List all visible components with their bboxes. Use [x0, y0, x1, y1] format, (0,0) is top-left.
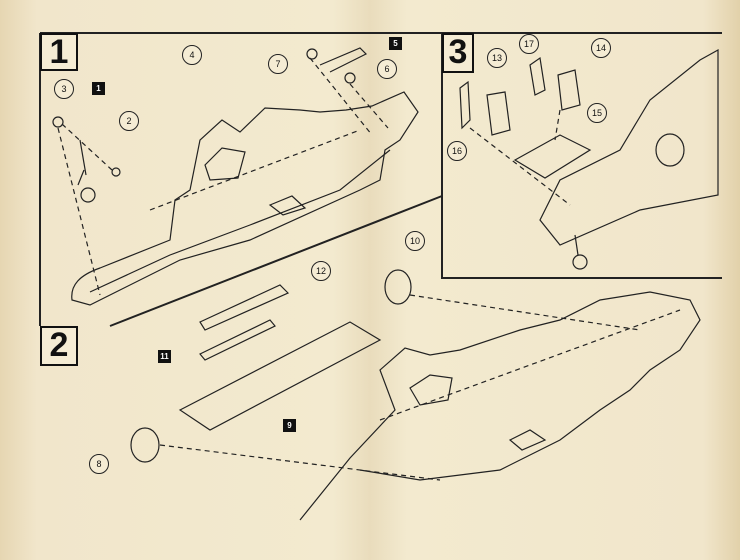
tail-parts [306, 47, 389, 136]
part-callout: 13 [487, 48, 507, 68]
part-callout: 4 [182, 45, 202, 65]
part-tag: 11 [158, 350, 171, 363]
step1-frame [39, 32, 443, 327]
step-3-label: 3 [442, 33, 474, 73]
cockpit-parts [459, 56, 592, 206]
part-callout: 14 [591, 38, 611, 58]
part-callout: 7 [268, 54, 288, 74]
fuselage-half-step3 [539, 48, 719, 270]
step-1-label: 1 [40, 33, 78, 71]
part-callout: 12 [311, 261, 331, 281]
part-tag: 1 [92, 82, 105, 95]
tailplane-parts [130, 269, 641, 481]
part-callout: 2 [119, 111, 139, 131]
part-callout: 3 [54, 79, 74, 99]
fuselage-half-step2 [299, 291, 701, 521]
landing-gear-parts [52, 116, 121, 296]
part-tag: 9 [283, 419, 296, 432]
part-callout: 16 [447, 141, 467, 161]
part-callout: 8 [89, 454, 109, 474]
part-tag: 5 [389, 37, 402, 50]
part-callout: 6 [377, 59, 397, 79]
step-2-label: 2 [40, 326, 78, 366]
step3-frame [441, 32, 722, 279]
part-callout: 15 [587, 103, 607, 123]
part-callout: 17 [519, 34, 539, 54]
part-callout: 10 [405, 231, 425, 251]
fuselage-half-step1 [71, 91, 419, 306]
